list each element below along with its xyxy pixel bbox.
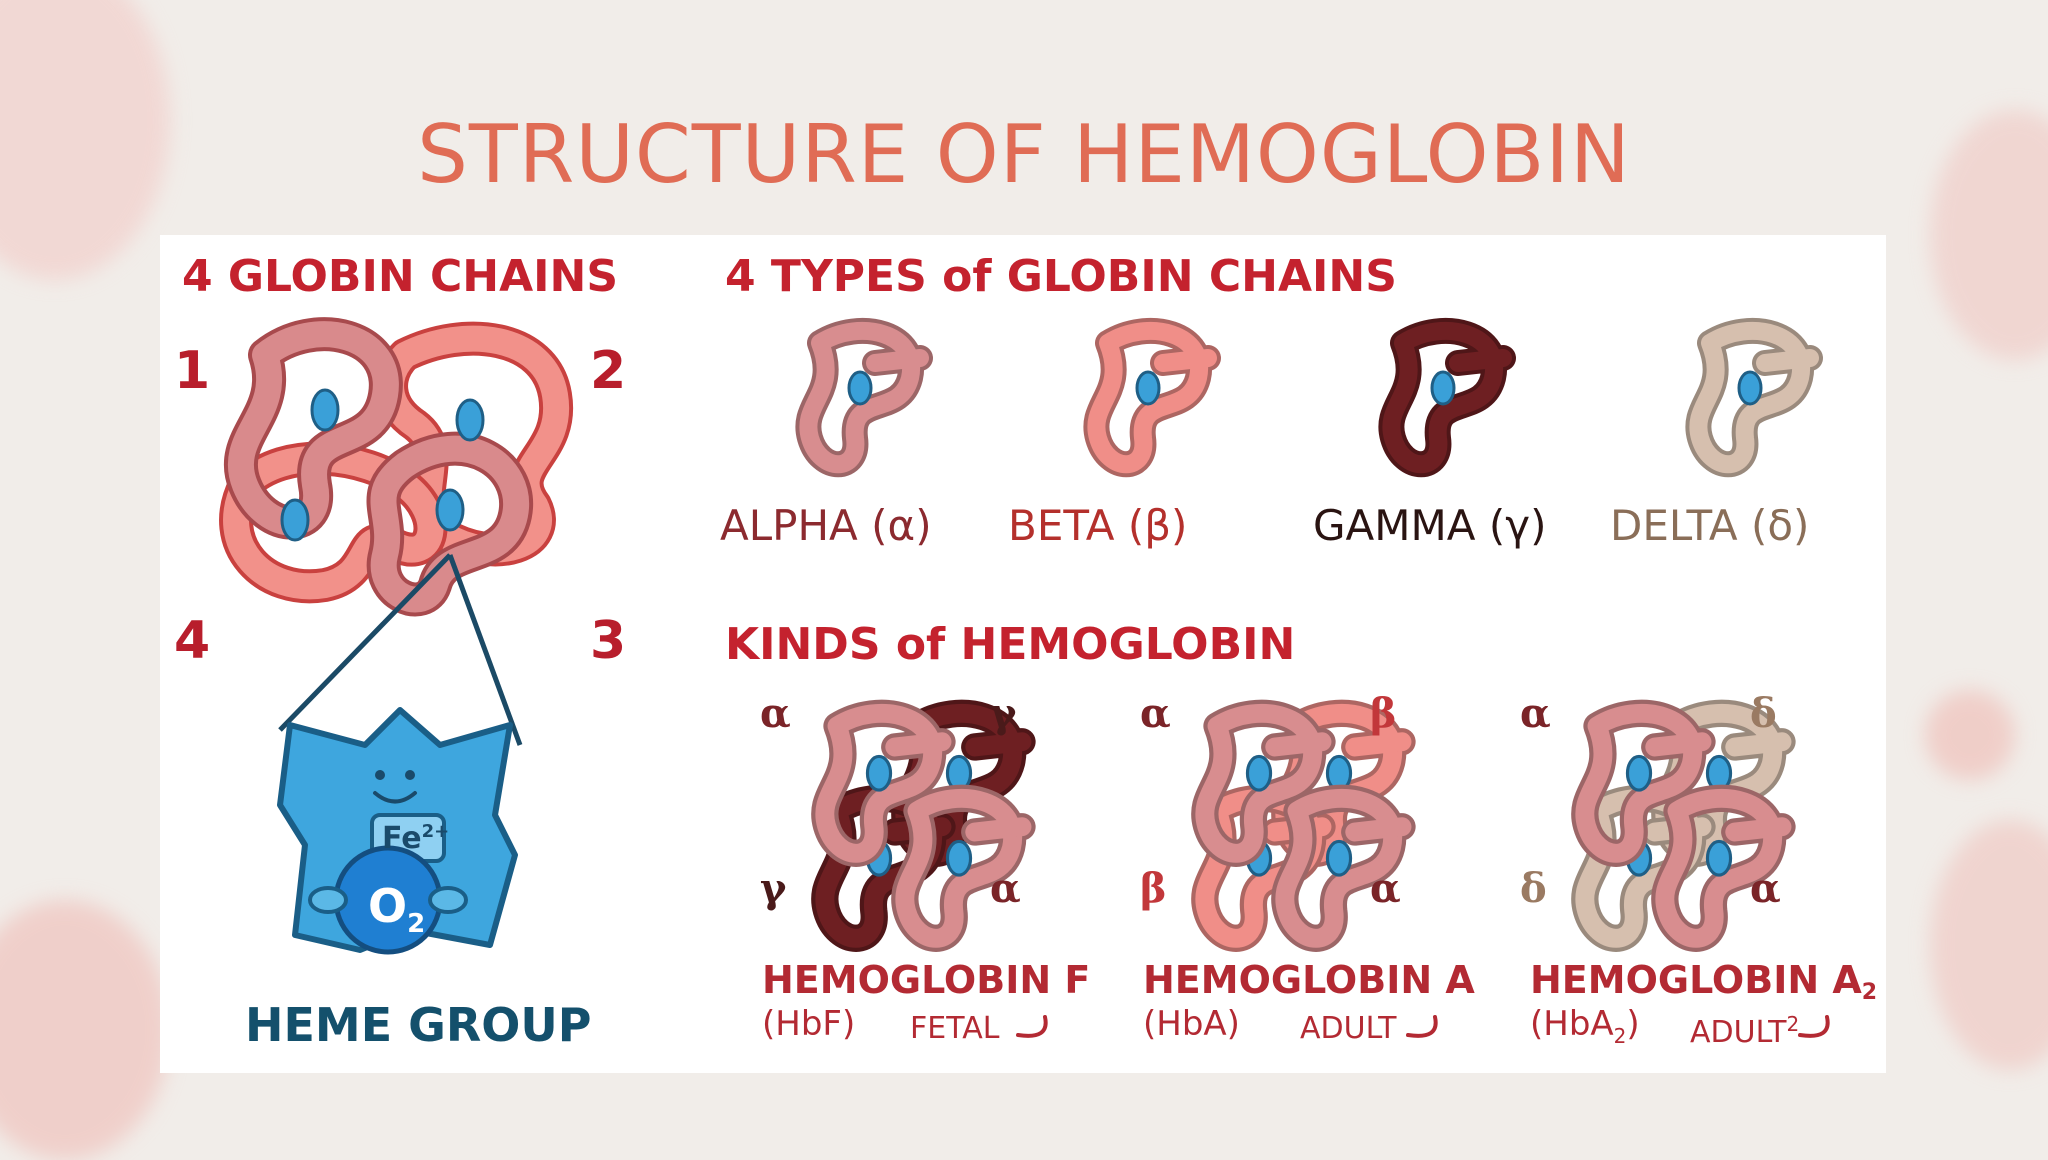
oxygen-label: O2 <box>368 883 425 937</box>
kind-desc-hbf: FETAL <box>910 1011 1000 1046</box>
background-blob <box>1925 690 2015 780</box>
kind-desc-hba2: ADULT2 <box>1690 1014 1799 1048</box>
globin-type-label: GAMMA (γ) <box>1313 501 1547 550</box>
kind-abbr-hba2: (HbA2) <box>1530 1007 1640 1046</box>
kind-chain-symbol: α <box>760 690 791 737</box>
globin-chain-0-illustration <box>795 318 933 478</box>
kind-chain-symbol: δ <box>1750 690 1777 737</box>
kind-1-chain-3-illustration <box>1271 784 1416 952</box>
kind-0-chain-3-illustration <box>891 784 1036 952</box>
kind-0-chain-0-illustration <box>811 699 956 867</box>
kind-name-hba2-text: HEMOGLOBIN A <box>1530 958 1862 1002</box>
kind-chain-symbol: α <box>1140 690 1171 737</box>
chain-number-1: 1 <box>174 341 211 401</box>
heme-tether-lines <box>278 553 523 746</box>
kind-chain-symbol: δ <box>1520 865 1547 912</box>
kind-chain-symbol: γ <box>990 690 1017 737</box>
globin-type-label: BETA (β) <box>1008 501 1188 550</box>
kind-name-hbf: HEMOGLOBIN F <box>762 958 1091 1002</box>
globin-chains-heading: 4 GLOBIN CHAINS <box>182 251 619 302</box>
oxygen-symbol: O <box>368 879 408 933</box>
hemoglobin-figure: 4 GLOBIN CHAINS 1 2 3 4 <box>160 235 1886 1073</box>
kind-name-hba: HEMOGLOBIN A <box>1143 958 1475 1002</box>
kind-abbr-hba2-close: ) <box>1626 1004 1640 1044</box>
kind-desc-hba: ADULT <box>1300 1011 1397 1046</box>
desc-hook-marks <box>1016 1015 1830 1038</box>
kind-abbr-hbf: (HbF) <box>762 1004 856 1044</box>
iron-label: Fe2+ <box>382 823 449 854</box>
kind-chain-symbol: γ <box>760 865 787 912</box>
oxygen-subscript: 2 <box>407 909 426 940</box>
kind-chain-symbol: α <box>1750 865 1781 912</box>
kind-chain-symbol: α <box>1520 690 1551 737</box>
kind-1-chain-0-illustration <box>1191 699 1336 867</box>
background-blob <box>1930 820 2048 1070</box>
globin-chain-3-illustration <box>1685 318 1823 478</box>
kind-2-chain-0-illustration <box>1571 699 1716 867</box>
kind-abbr-hba2-text: (HbA <box>1530 1004 1614 1044</box>
kind-abbr-hba: (HbA) <box>1143 1004 1240 1044</box>
slide-title: STRUCTURE OF HEMOGLOBIN <box>417 108 1631 201</box>
globin-chain-1-illustration <box>1083 318 1221 478</box>
kind-desc-hba2-sup: 2 <box>1786 1012 1800 1036</box>
hemoglobin-kinds-heading: KINDS of HEMOGLOBIN <box>725 619 1296 670</box>
kind-name-hba2-sub: 2 <box>1861 980 1878 1005</box>
iron-charge: 2+ <box>421 821 450 842</box>
kind-abbr-hba2-sub: 2 <box>1613 1023 1627 1048</box>
kind-desc-hba2-text: ADULT <box>1690 1015 1787 1050</box>
chain-number-2: 2 <box>590 341 627 401</box>
kind-chain-symbol: β <box>1140 865 1167 912</box>
kind-chain-symbol: β <box>1370 690 1397 737</box>
chain-number-4: 4 <box>174 611 211 671</box>
kind-chain-symbol: α <box>990 865 1021 912</box>
globin-chain-2-illustration <box>1378 318 1516 478</box>
kind-2-chain-3-illustration <box>1651 784 1796 952</box>
iron-symbol: Fe <box>382 821 422 856</box>
globin-type-label: ALPHA (α) <box>720 501 932 550</box>
heme-group-label: HEME GROUP <box>245 998 592 1052</box>
globin-type-label: DELTA (δ) <box>1610 501 1810 550</box>
heme-group-illustration <box>277 707 518 955</box>
kind-name-hba2: HEMOGLOBIN A2 <box>1530 961 1877 1004</box>
hemoglobin-tetramer-illustration <box>219 317 574 617</box>
chain-number-3: 3 <box>590 611 627 671</box>
background-blob <box>0 900 170 1160</box>
kind-chain-symbol: α <box>1370 865 1401 912</box>
globin-types-heading: 4 TYPES of GLOBIN CHAINS <box>725 251 1397 302</box>
